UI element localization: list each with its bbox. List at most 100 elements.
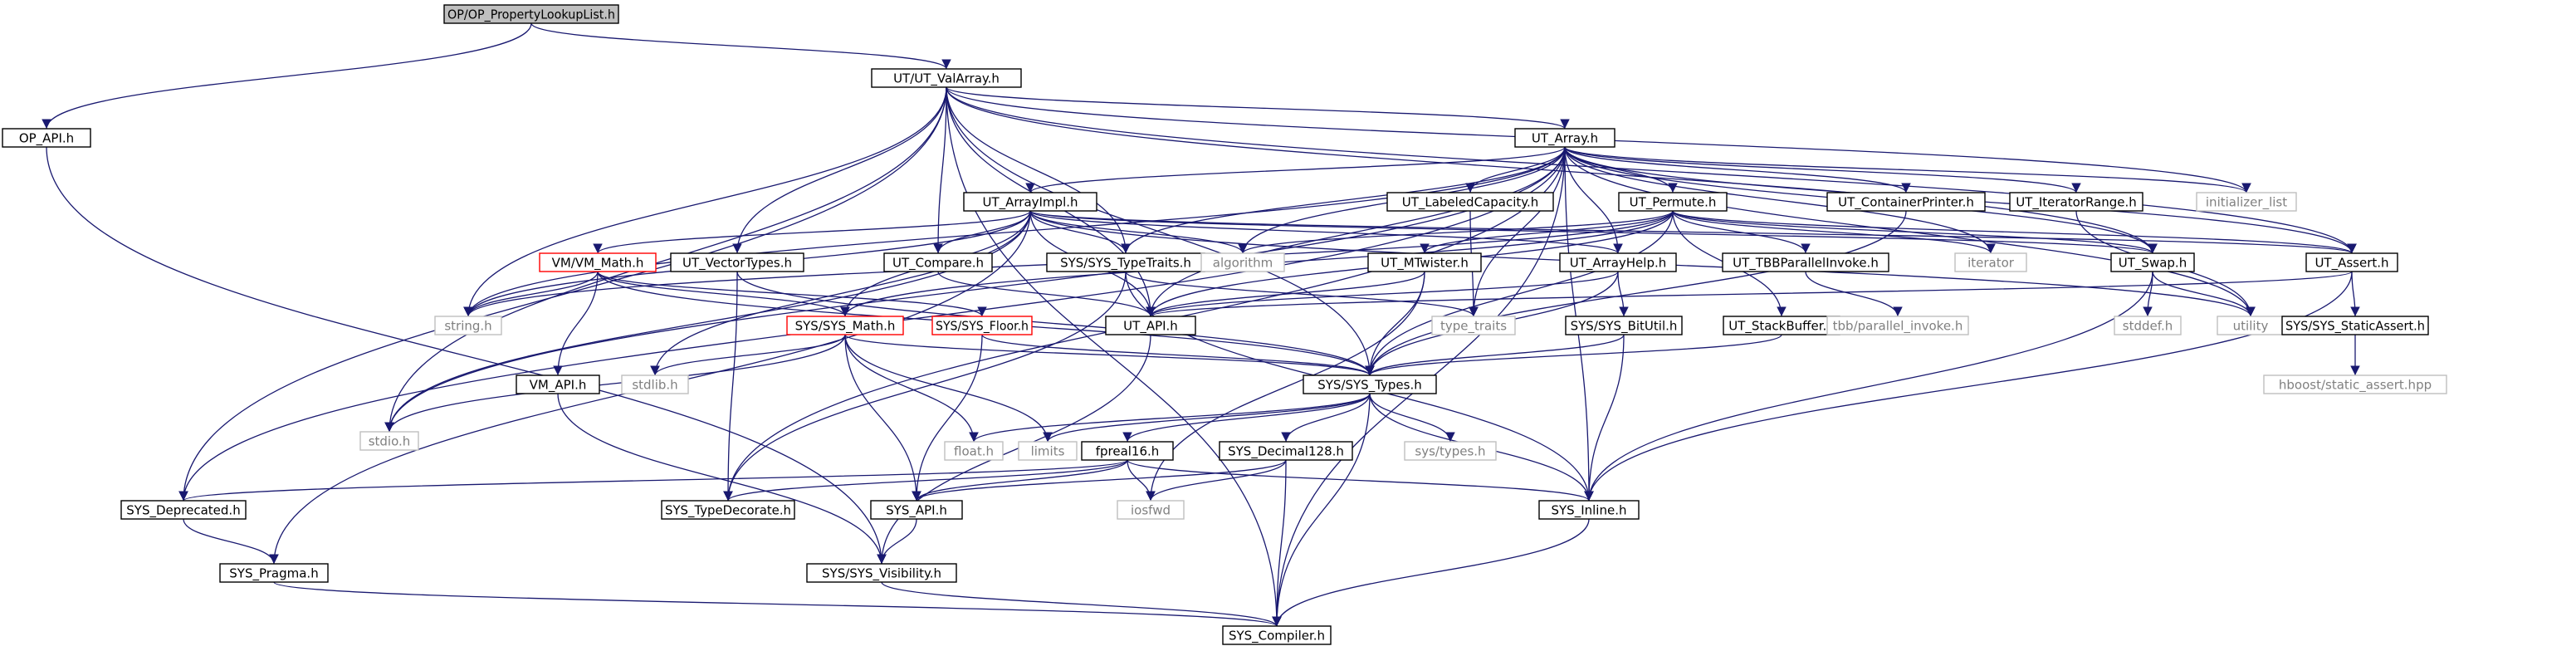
node-sys-sys-visibility-h[interactable]: SYS/SYS_Visibility.h [806, 563, 957, 583]
edge [1564, 146, 2251, 193]
node-box [1219, 441, 1353, 461]
node-label: float.h [954, 444, 994, 459]
node-sys-decimal128-h[interactable]: SYS_Decimal128.h [1219, 441, 1353, 461]
node-box [1514, 128, 1615, 148]
node-label: SYS/SYS_Floor.h [936, 319, 1029, 335]
edge [946, 86, 1282, 627]
edge [844, 334, 921, 502]
node-ut-swap-h[interactable]: UT_Swap.h [2110, 252, 2195, 272]
node-box [516, 374, 600, 394]
node-ut-vectortypes-h[interactable]: UT_VectorTypes.h [670, 252, 804, 272]
edge [384, 334, 846, 433]
edge-arrayimpl-to-stdlib [650, 210, 1031, 376]
node-sys-api-h[interactable]: SYS_API.h [870, 500, 963, 520]
node-string-h: string.h [434, 316, 502, 335]
node-ut-stackbuffer-h[interactable]: UT_StackBuffer.h [1723, 316, 1840, 335]
node-utility: utility [2217, 316, 2285, 335]
node-sys-typedecorate-h[interactable]: SYS_TypeDecorate.h [661, 500, 795, 520]
edge-sys_floor-to-sys_types [981, 334, 1375, 376]
edge [1146, 146, 1566, 317]
node-label: SYS_Decimal128.h [1228, 444, 1344, 460]
edge-assert-to-sys_inline [1584, 271, 2353, 502]
edge-permute-to-sys_types [1365, 210, 1674, 376]
node-label: UT_TBBParallelInvoke.h [1733, 256, 1879, 272]
node-vm-api-h[interactable]: VM_API.h [516, 374, 600, 394]
node-label: type_traits [1440, 319, 1507, 335]
edge-sys_math-to-sys_types [844, 334, 1375, 376]
node-label: initializer_list [2206, 195, 2287, 211]
edge [1617, 271, 1629, 317]
edge [1029, 210, 1248, 254]
edge [1146, 271, 1619, 317]
node-op-api-h[interactable]: OP_API.h [2, 128, 91, 148]
edge [1025, 146, 1566, 193]
node-fpreal16-h[interactable]: fpreal16.h [1081, 441, 1174, 461]
edge [937, 271, 1156, 317]
node-vm-vm-math-h[interactable]: VM/VM_Math.h [539, 252, 657, 272]
edge-decimal128-to-sys_api [912, 459, 1287, 502]
node-box [1538, 500, 1640, 520]
node-ut-containerprinter-h[interactable]: UT_ContainerPrinter.h [1826, 192, 1986, 212]
edge [650, 210, 1031, 376]
node-sys-pragma-h[interactable]: SYS_Pragma.h [219, 563, 329, 583]
edge-fpreal16-to-sys_deprecated [178, 459, 1128, 502]
node-sys-inline-h[interactable]: SYS_Inline.h [1538, 500, 1640, 520]
node-stdio-h: stdio.h [359, 431, 419, 451]
node-ut-arrayimpl-h[interactable]: UT_ArrayImpl.h [963, 192, 1097, 212]
node-sys-sys-bitutil-h[interactable]: SYS/SYS_BitUtil.h [1565, 316, 1683, 335]
edge [736, 271, 1375, 376]
node-sys-sys-types-h[interactable]: SYS/SYS_Types.h [1303, 374, 1437, 394]
edge-ut_array-to-string [463, 146, 1566, 317]
edge-sys_bitutil-to-sys_types [1365, 334, 1625, 376]
edge-arrayimpl-to-vm_math [593, 210, 1031, 254]
node-label: limits [1031, 444, 1065, 459]
node-ut-mtwister-h[interactable]: UT_MTwister.h [1367, 252, 1482, 272]
edge-ut_array-to-containerprinter [1564, 146, 1911, 193]
node-sys-sys-staticassert-h[interactable]: SYS/SYS_StaticAssert.h [2281, 316, 2429, 335]
edge [1564, 146, 1996, 254]
node-box [2114, 316, 2182, 335]
edge-permute-to-iterator [1672, 210, 1996, 254]
edge [42, 22, 532, 130]
edge-sys_deprecated-to-sys_pragma [183, 518, 279, 565]
edge [1365, 210, 1674, 376]
node-ut-tbbparallelinvoke-h[interactable]: UT_TBBParallelInvoke.h [1722, 252, 1889, 272]
node-sys-sys-typetraits-h[interactable]: SYS/SYS_TypeTraits.h [1046, 252, 1205, 272]
node-ut-assert-h[interactable]: UT_Assert.h [2305, 252, 2398, 272]
edge [844, 334, 1053, 443]
node-label: SYS_Compiler.h [1229, 629, 1325, 644]
node-ut-iteratorrange-h[interactable]: UT_IteratorRange.h [2009, 192, 2143, 212]
node-ut-array-h[interactable]: UT_Array.h [1514, 128, 1615, 148]
node-box [2263, 374, 2447, 394]
edge-ut_array-to-iterator [1564, 146, 1996, 254]
node-box [1081, 441, 1174, 461]
node-tbb-parallel-invoke-h: tbb/parallel_invoke.h [1826, 316, 1969, 335]
node-sys-deprecated-h[interactable]: SYS_Deprecated.h [120, 500, 247, 520]
node-ut-arrayhelp-h[interactable]: UT_ArrayHelp.h [1559, 252, 1677, 272]
node-ut-labeledcapacity-h[interactable]: UT_LabeledCapacity.h [1386, 192, 1554, 212]
node-sys-compiler-h[interactable]: SYS_Compiler.h [1222, 625, 1332, 645]
node-label: SYS_Pragma.h [229, 566, 318, 582]
edge-fpreal16-to-sys_inline [1127, 459, 1594, 502]
node-label: SYS/SYS_Math.h [795, 319, 896, 335]
edge-tbbparallel-to-tbb_invoke [1805, 271, 1903, 317]
edge-valarray-to-swap [946, 86, 2158, 254]
node-label: UT_Array.h [1532, 131, 1598, 147]
node-iosfwd: iosfwd [1117, 500, 1185, 520]
edge [1365, 334, 1625, 376]
node-sys-sys-floor-h[interactable]: SYS/SYS_Floor.h [931, 316, 1033, 335]
node-ut-api-h[interactable]: UT_API.h [1105, 316, 1196, 335]
edge-ut_array-to-init_list [1564, 146, 2251, 193]
node-ut-compare-h[interactable]: UT_Compare.h [883, 252, 993, 272]
node-ut-ut-valarray-h[interactable]: UT/UT_ValArray.h [871, 68, 1022, 88]
edge [1043, 393, 1371, 443]
node-box [1018, 441, 1078, 461]
node-sys-sys-math-h[interactable]: SYS/SYS_Math.h [786, 316, 904, 335]
node-ut-permute-h[interactable]: UT_Permute.h [1618, 192, 1728, 212]
node-op-op-propertylookuplist-h[interactable]: OP/OP_PropertyLookupList.h [443, 4, 619, 24]
edge-compare-to-ut_api [937, 271, 1156, 317]
edge [553, 271, 599, 376]
edge-sys_types-to-float [969, 393, 1371, 443]
node-label: SYS/SYS_TypeTraits.h [1060, 256, 1191, 272]
